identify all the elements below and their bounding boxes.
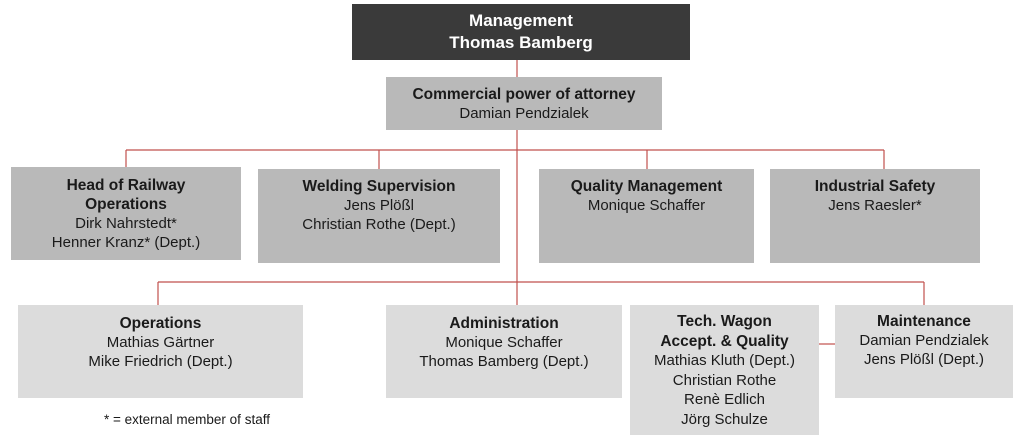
maintenance-title: Maintenance [877, 313, 971, 330]
quality-management-box: Quality Management Monique Schaffer [539, 169, 754, 263]
maintenance-box: Maintenance Damian Pendzialek Jens Plößl… [835, 305, 1013, 398]
tech-wagon-person: Jörg Schulze [681, 410, 768, 428]
welding-supervision-box: Welding Supervision Jens Plößl Christian… [258, 169, 500, 263]
tech-wagon-title-line: Tech. Wagon [677, 313, 772, 330]
tech-wagon-person: Mathias Kluth (Dept.) [654, 352, 795, 369]
quality-mgmt-person: Monique Schaffer [587, 197, 706, 214]
maintenance-person: Damian Pendzialek [859, 332, 989, 349]
operations-box: Operations Mathias Gärtner Mike Friedric… [18, 305, 303, 398]
administration-person: Monique Schaffer [445, 334, 563, 351]
administration-box: Administration Monique Schaffer Thomas B… [386, 305, 622, 398]
external-staff-footnote: * = external member of staff [104, 412, 270, 427]
tech-wagon-title-line: Accept. & Quality [660, 332, 789, 350]
welding-title: Welding Supervision [302, 178, 456, 195]
tech-wagon-acceptance-quality-box: Tech. Wagon Accept. & Quality Mathias Kl… [630, 305, 819, 435]
welding-person: Jens Plößl [343, 197, 415, 214]
welding-person: Christian Rothe (Dept.) [302, 216, 456, 233]
railway-person: Henner Kranz* (Dept.) [51, 233, 201, 251]
industrial-safety-title: Industrial Safety [814, 178, 936, 195]
tech-wagon-person: Christian Rothe [672, 371, 777, 389]
management-name: Thomas Bamberg [449, 33, 593, 52]
head-of-railway-operations-box: Head of Railway Operations Dirk Nahrsted… [11, 167, 241, 260]
industrial-safety-person: Jens Raesler* [828, 197, 922, 214]
tech-wagon-person: Renè Edlich [684, 391, 765, 408]
railway-title-line: Head of Railway [66, 176, 186, 194]
management-box: Management Thomas Bamberg [352, 4, 690, 60]
railway-person: Dirk Nahrstedt* [75, 214, 177, 232]
industrial-safety-box: Industrial Safety Jens Raesler* [770, 169, 980, 263]
commercial-power-box: Commercial power of attorney Damian Pend… [386, 77, 662, 130]
management-title: Management [469, 11, 573, 30]
railway-title-line: Operations [85, 195, 167, 213]
commercial-power-title: Commercial power of attorney [412, 85, 636, 103]
maintenance-person: Jens Plößl (Dept.) [863, 351, 985, 368]
operations-person: Mike Friedrich (Dept.) [88, 353, 233, 370]
quality-mgmt-title: Quality Management [570, 178, 723, 195]
commercial-power-name: Damian Pendzialek [459, 104, 589, 122]
operations-title: Operations [119, 315, 202, 332]
administration-title: Administration [449, 315, 559, 332]
operations-person: Mathias Gärtner [106, 334, 215, 351]
administration-person: Thomas Bamberg (Dept.) [419, 353, 589, 370]
